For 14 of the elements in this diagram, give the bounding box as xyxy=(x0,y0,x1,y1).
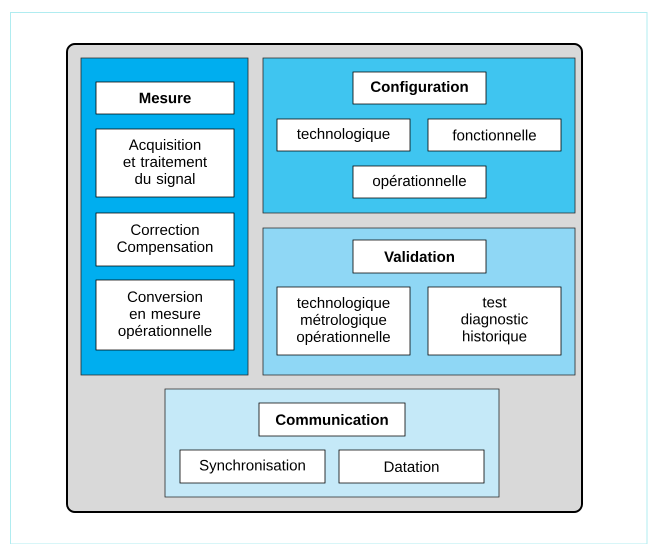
heading-box: Mesure xyxy=(96,82,234,114)
text-box: technologique xyxy=(276,118,410,152)
text-box: Synchronisation xyxy=(180,450,326,484)
heading-box: Communication xyxy=(258,402,406,436)
text-box: technologique métrologique opérationnelle xyxy=(276,286,410,356)
text-box: Datation xyxy=(338,450,484,484)
text-box: fonctionnelle xyxy=(428,118,562,152)
heading-box: Configuration xyxy=(352,72,486,104)
text-box: Acquisition et traitement du signal xyxy=(96,128,234,198)
text-box: Correction Compensation xyxy=(96,212,234,266)
text-box: Conversion en mesure opérationnelle xyxy=(96,280,234,350)
text-box: test diagnostic historique xyxy=(428,286,562,356)
text-box: opérationnelle xyxy=(352,166,486,198)
heading-box: Validation xyxy=(352,240,486,274)
